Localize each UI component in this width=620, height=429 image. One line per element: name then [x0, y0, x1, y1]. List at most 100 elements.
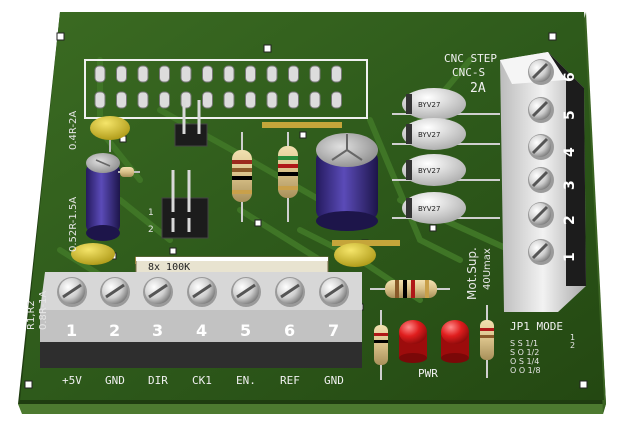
- jp1-row: S O 1/2: [510, 348, 539, 357]
- side-terminal-screw: [528, 239, 554, 265]
- ic-socket-pin: [245, 65, 256, 83]
- terminal-screw: [143, 277, 173, 307]
- ic-socket-pin: [309, 91, 321, 109]
- ceramic-capacitor-left: [71, 243, 115, 265]
- resistor-pack: 8x 100K: [135, 256, 329, 274]
- terminal-number: 4: [196, 321, 207, 340]
- ic-socket-pin: [202, 65, 213, 83]
- ic-socket-pin: [331, 65, 342, 83]
- ic-socket-pin: [137, 91, 149, 109]
- ic-socket-pin: [223, 65, 235, 83]
- terminal-label: EN.: [236, 374, 256, 387]
- jp1-title: JP1 MODE: [510, 320, 563, 333]
- terminal-screw: [319, 277, 349, 307]
- terminal-number: 6: [284, 321, 295, 340]
- diode-byv27: BYV27: [392, 192, 500, 224]
- terminal-block-front: 1 2 3 4 5 6 7: [40, 272, 362, 368]
- sense-label-2: 0.52R-1.5A: [68, 197, 79, 252]
- terminal-number: 2: [109, 321, 120, 340]
- diode-label: BYV27: [418, 205, 440, 213]
- side-terminal-screw: [528, 202, 554, 228]
- side-terminal-number: 6: [562, 72, 578, 82]
- ic-socket-pin: [223, 91, 235, 109]
- small-resistor: [118, 167, 140, 177]
- ic-socket-pin: [288, 65, 299, 83]
- resistor-pack-label: 8x 100K: [148, 262, 190, 273]
- jp1-row: S S 1/1: [510, 339, 538, 348]
- ic-socket-pin: [116, 65, 127, 83]
- ic-socket-pin: [94, 65, 106, 83]
- side-terminal-number: 1: [562, 252, 578, 262]
- ic-socket-pin: [309, 65, 321, 83]
- r-label-2: 0.8R-1A: [38, 291, 49, 330]
- terminal-label: GND: [105, 374, 125, 387]
- large-electrolytic-capacitor: [316, 133, 378, 231]
- jumper-pin-2: 2: [148, 225, 154, 235]
- led-left: [399, 320, 427, 363]
- terminal-screw: [57, 277, 87, 307]
- resistor-horizontal: [370, 280, 450, 298]
- jumper-pin-1: 1: [148, 208, 154, 218]
- terminal-label: +5V: [62, 374, 82, 387]
- terminal-number: 5: [240, 321, 251, 340]
- jp1-header-1: 1: [570, 333, 575, 342]
- resistor-small-right: [480, 305, 494, 378]
- ic-socket-pin: [94, 91, 106, 109]
- jp1-mode-table: JP1 MODE 1 2 S S 1/1S O 1/2O S 1/4O O 1/…: [510, 320, 575, 375]
- ic-socket-pin: [245, 91, 256, 109]
- diode-label: BYV27: [418, 167, 440, 175]
- diode-byv27: BYV27: [392, 154, 500, 186]
- ceramic-capacitor-mid: [334, 243, 376, 267]
- ic-socket-pin: [159, 65, 170, 83]
- ic-socket-pin: [288, 91, 299, 109]
- pin-header-top: [174, 100, 208, 147]
- terminal-label: DIR: [148, 374, 168, 387]
- small-electrolytic-capacitor: [86, 153, 120, 241]
- sense-label-1: 0.4R-2A: [68, 111, 79, 150]
- ic-socket-pin: [266, 65, 278, 83]
- diode-label: BYV27: [418, 101, 440, 109]
- terminal-screw: [100, 277, 130, 307]
- terminal-number: 7: [328, 321, 339, 340]
- pin-header-jumper: 1 2: [148, 170, 209, 239]
- ic-socket-pin: [159, 91, 170, 109]
- side-terminal-screw: [528, 167, 554, 193]
- resistor-vertical-1: [232, 132, 252, 222]
- side-terminal-number: 5: [562, 110, 578, 120]
- side-terminal-number: 3: [562, 180, 578, 190]
- terminal-label: CK1: [192, 374, 212, 387]
- led-right: [441, 320, 469, 363]
- jp1-row: O S 1/4: [510, 357, 539, 366]
- board-title-line2: CNC-S: [452, 66, 485, 79]
- diode-byv27: BYV27: [392, 88, 500, 120]
- terminal-screw: [187, 277, 217, 307]
- ic-socket: [84, 59, 368, 119]
- diode-byv27: BYV27: [392, 118, 500, 150]
- terminal-label: REF: [280, 374, 300, 387]
- ceramic-capacitor-top: [90, 116, 130, 152]
- resistor-vertical-2: [278, 132, 298, 222]
- diode-label: BYV27: [418, 131, 440, 139]
- ic-socket-pin: [266, 91, 278, 109]
- terminal-screw: [275, 277, 305, 307]
- terminal-number: 1: [66, 321, 77, 340]
- side-terminal-screw: [528, 134, 554, 160]
- motor-supply-label: Mot.Sup.: [465, 247, 479, 300]
- ic-socket-pin: [331, 91, 342, 109]
- r-label-1: R1,R2: [26, 300, 37, 330]
- pwr-label: PWR: [418, 367, 438, 380]
- current-label: 2A: [470, 81, 486, 96]
- ic-socket-pin: [180, 65, 192, 83]
- jp1-header-2: 2: [570, 341, 575, 350]
- side-terminal-number: 2: [562, 215, 578, 225]
- terminal-screw: [231, 277, 261, 307]
- terminal-label: GND: [324, 374, 344, 387]
- side-terminal-screw: [528, 59, 554, 85]
- board-title-line1: CNC STEP: [444, 52, 497, 65]
- jp1-row: O O 1/8: [510, 366, 541, 375]
- side-terminal-screw: [528, 97, 554, 123]
- terminal-number: 3: [152, 321, 163, 340]
- ic-socket-pin: [116, 91, 127, 109]
